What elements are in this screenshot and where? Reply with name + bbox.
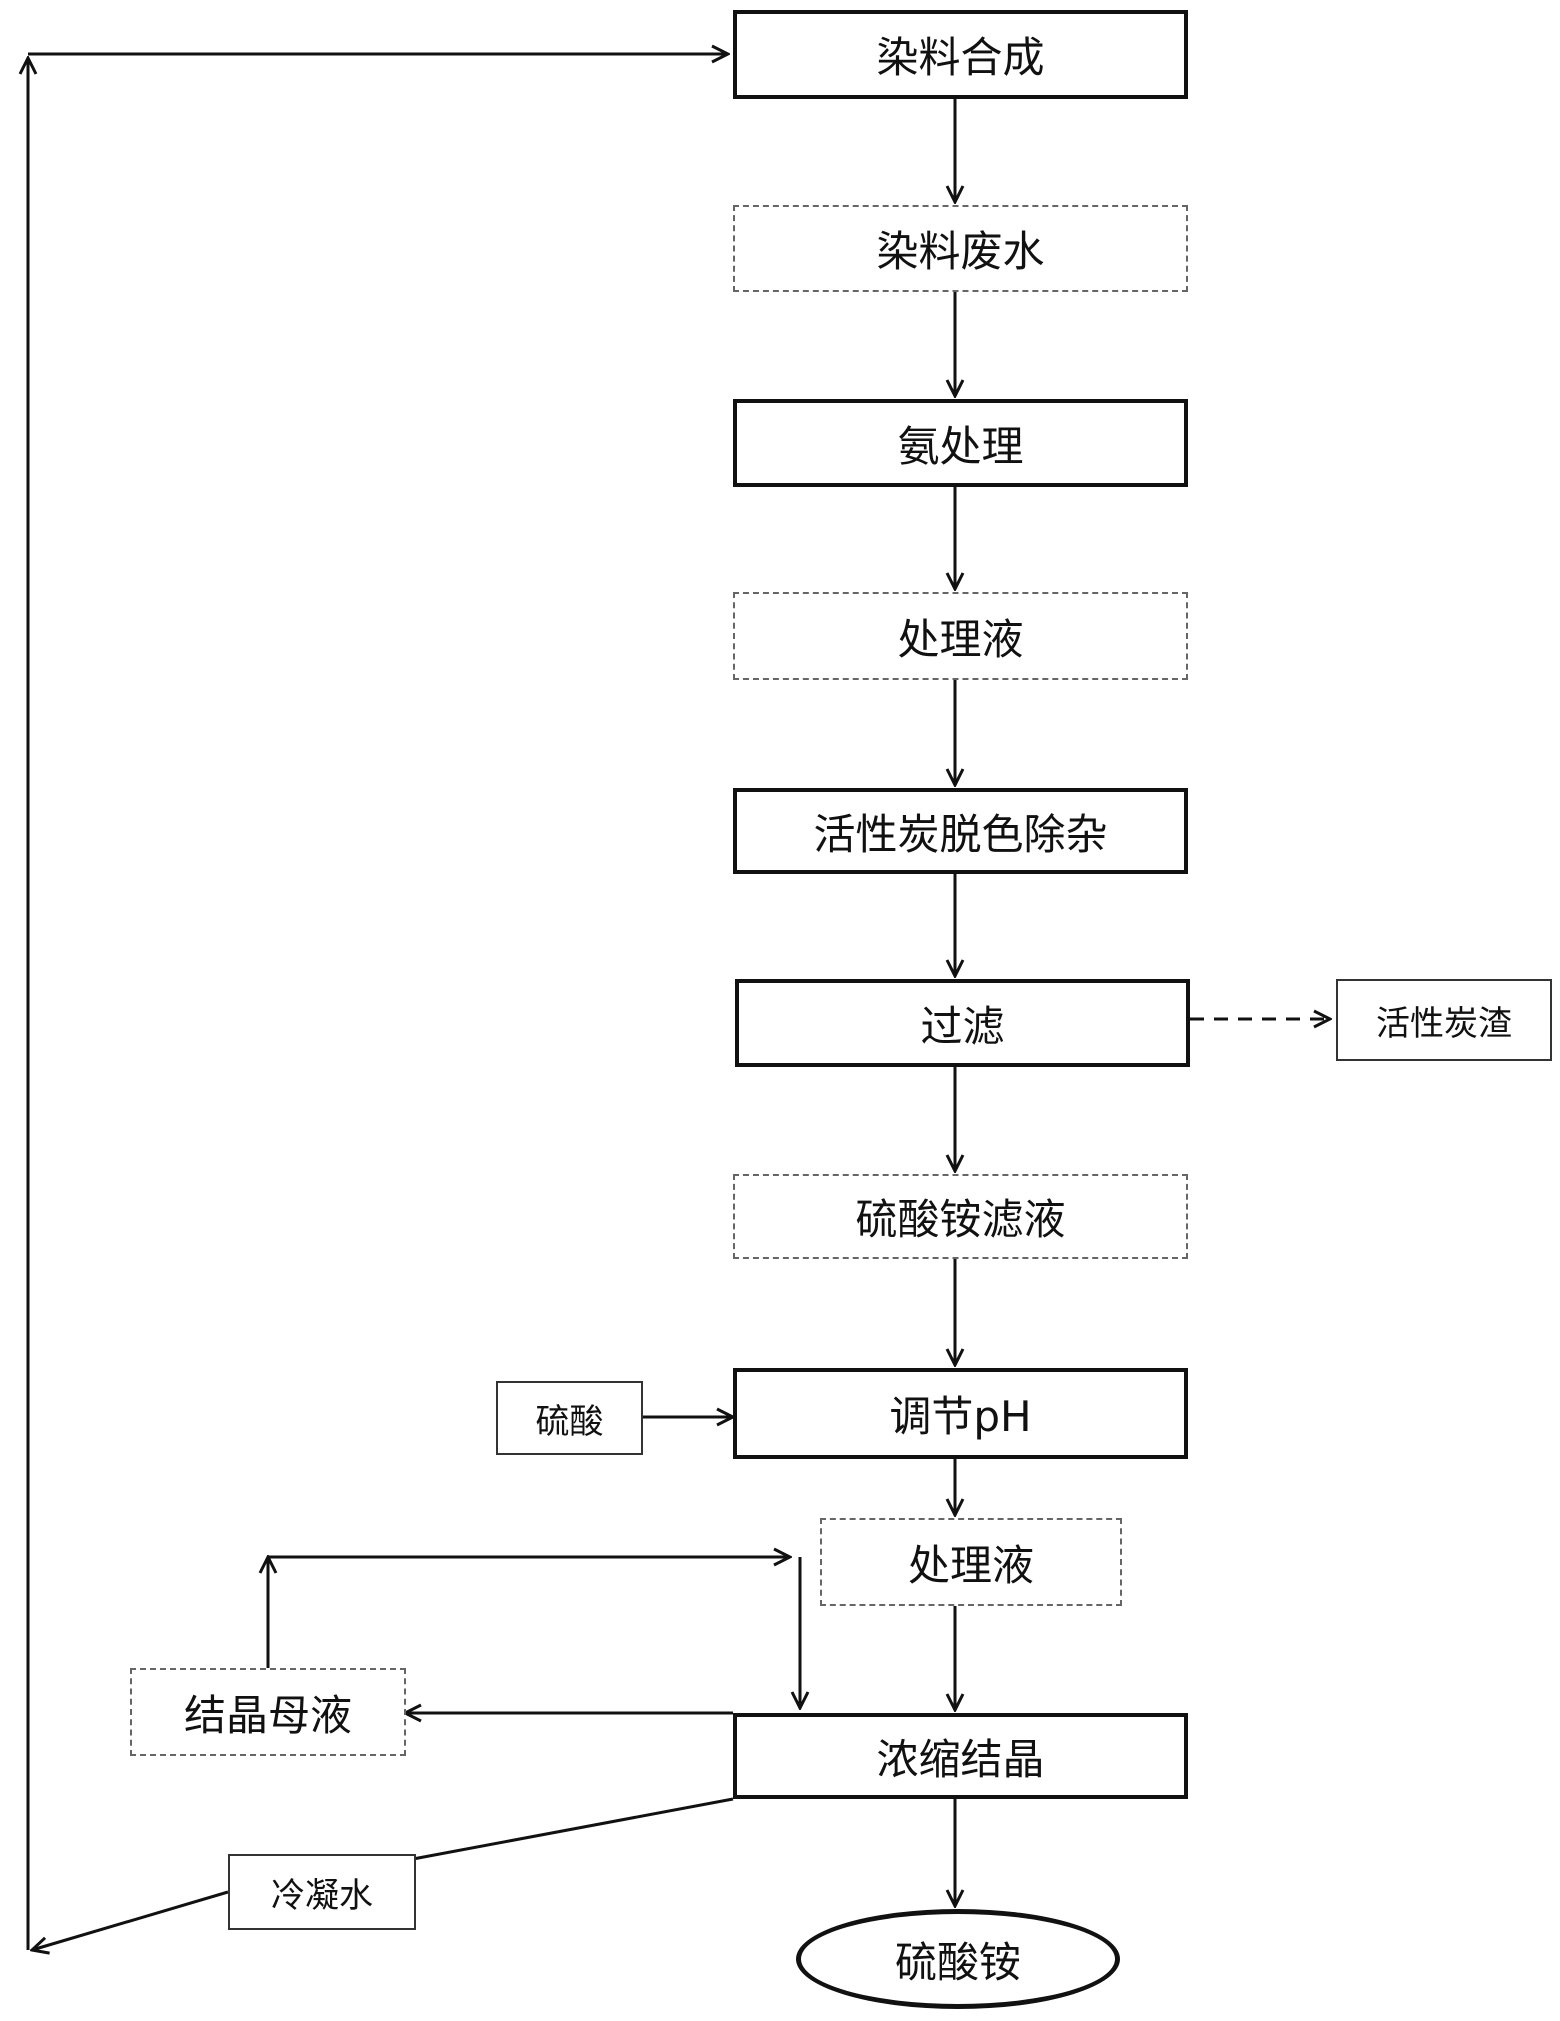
node-condensate-water: 冷凝水: [228, 1854, 416, 1930]
node-dye-synthesis: 染料合成: [733, 10, 1188, 99]
node-dye-wastewater: 染料废水: [733, 205, 1188, 292]
node-ammonia-treatment: 氨处理: [733, 399, 1188, 487]
node-ammonium-sulfate-product: 硫酸铵: [796, 1909, 1120, 2009]
node-carbon-residue: 活性炭渣: [1336, 979, 1552, 1061]
node-mother-liquor: 结晶母液: [130, 1668, 406, 1756]
node-concentrate-crystallize: 浓缩结晶: [733, 1713, 1188, 1799]
node-carbon-decolor: 活性炭脱色除杂: [733, 788, 1188, 874]
node-adjust-ph: 调节pH: [733, 1368, 1188, 1459]
condensate-line-2: [32, 1890, 229, 1950]
node-treated-liquid-1: 处理液: [733, 592, 1188, 680]
node-filtration: 过滤: [735, 979, 1190, 1067]
node-treated-liquid-2: 处理液: [820, 1518, 1122, 1606]
node-sulfuric-acid: 硫酸: [496, 1381, 643, 1455]
condensate-line-1: [412, 1797, 734, 1861]
node-ammonium-sulfate-filtrate: 硫酸铵滤液: [733, 1174, 1188, 1259]
